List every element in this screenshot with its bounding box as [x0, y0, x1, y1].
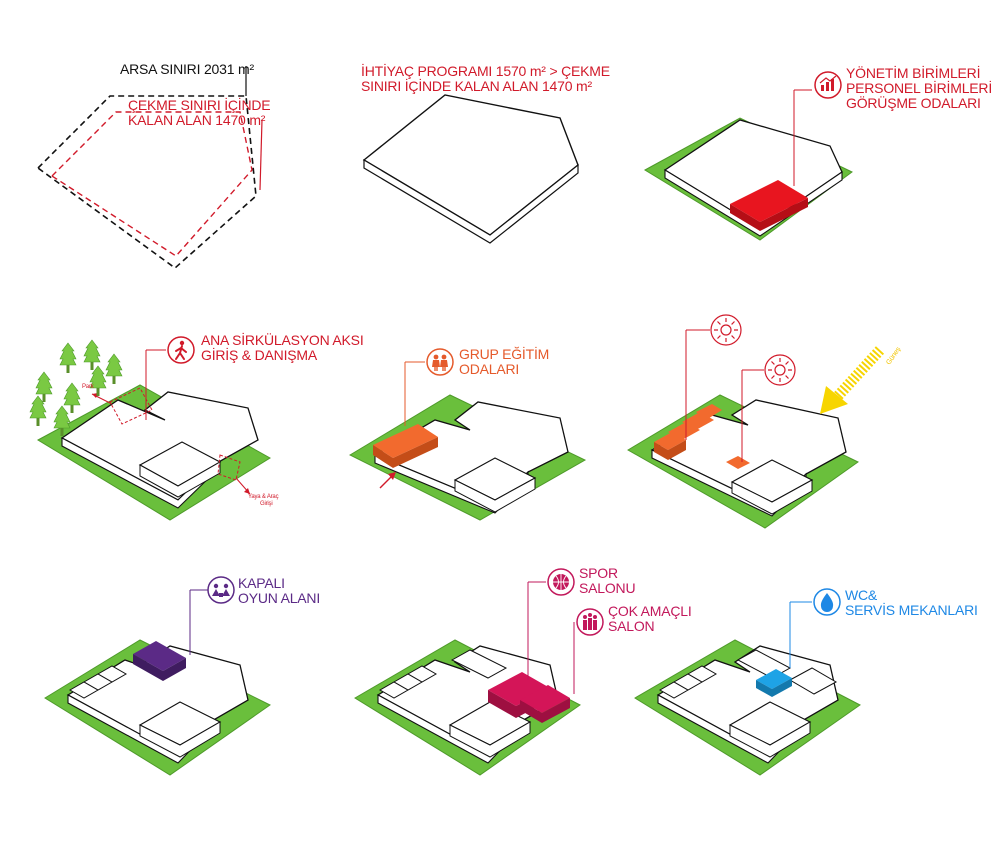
panel-circulation [29, 336, 271, 521]
sports-label-line2: SALONU [579, 580, 636, 596]
panel-site-boundary [36, 66, 263, 270]
people-icon [576, 608, 604, 636]
wc-block [756, 669, 792, 689]
setback-label-line1: ÇEKME SINIRI İÇİNDE [128, 97, 271, 113]
education-block [373, 424, 438, 458]
multipurpose-label-line2: SALON [608, 618, 655, 634]
admin-label-line1: YÖNETİM BİRİMLERİ [846, 65, 981, 81]
multipurpose-label-line1: ÇOK AMAÇLI [608, 603, 692, 619]
play-area-block [133, 641, 186, 671]
panel-education [348, 348, 587, 521]
admin-label-line3: GÖRÜŞME ODALARI [846, 95, 981, 111]
site-boundary-outline [36, 95, 257, 270]
person-walking-icon [167, 336, 195, 364]
entrance-label-line2: Girişi [260, 501, 273, 507]
mass-top [362, 94, 579, 236]
classroom-blocks [654, 404, 750, 469]
program-label-line1: İHTİYAÇ PROGRAMI 1570 m² > ÇEKME [361, 63, 610, 79]
wc-label-line2: SERVİS MEKANLARI [845, 602, 978, 618]
setback-leader [259, 119, 263, 191]
circulation-axis [109, 387, 153, 425]
mass-side [363, 158, 579, 244]
basketball-icon [547, 568, 575, 596]
wc-label-line1: WC& [845, 587, 878, 603]
panel-play-area [44, 576, 271, 776]
panel-sports [354, 568, 604, 776]
admin-block [730, 180, 808, 222]
sun-direction-arrow [820, 346, 885, 414]
education-label-line2: ODALARI [459, 361, 520, 377]
play-label-line2: OYUN ALANI [238, 590, 321, 606]
education-label-line1: GRUP EĞİTİM [459, 346, 550, 362]
circulation-label-line1: ANA SİRKÜLASYON AKSI [201, 332, 364, 348]
sports-hall-block [488, 672, 550, 706]
play-icon [207, 576, 235, 604]
panel-wc-service [634, 588, 861, 776]
children-icon [426, 348, 454, 376]
sports-label-line1: SPOR [579, 565, 618, 581]
water-drop-icon [813, 588, 841, 616]
sun-icon [764, 354, 796, 386]
chart-icon [814, 71, 842, 99]
play-label-line1: KAPALI [238, 575, 285, 591]
panel-program-mass [362, 94, 579, 244]
setback-label-line2: KALAN ALAN 1470 m² [128, 112, 266, 128]
setback-boundary-outline [50, 111, 253, 257]
program-label-line2: SINIRI İÇİNDE KALAN ALAN 1470 m² [361, 78, 592, 94]
site-boundary-label: ARSA SINIRI 2031 m² [120, 61, 254, 77]
circulation-label-line2: GİRİŞ & DANIŞMA [201, 347, 318, 363]
park-label: Park [82, 384, 94, 390]
multipurpose-block [520, 685, 570, 713]
sun-icon [710, 314, 742, 346]
panel-administration [644, 71, 853, 241]
entrance-label-line1: Yaya & Araç [248, 494, 279, 500]
panel-solar [627, 314, 885, 529]
admin-label-line2: PERSONEL BİRİMLERİ [846, 80, 993, 96]
